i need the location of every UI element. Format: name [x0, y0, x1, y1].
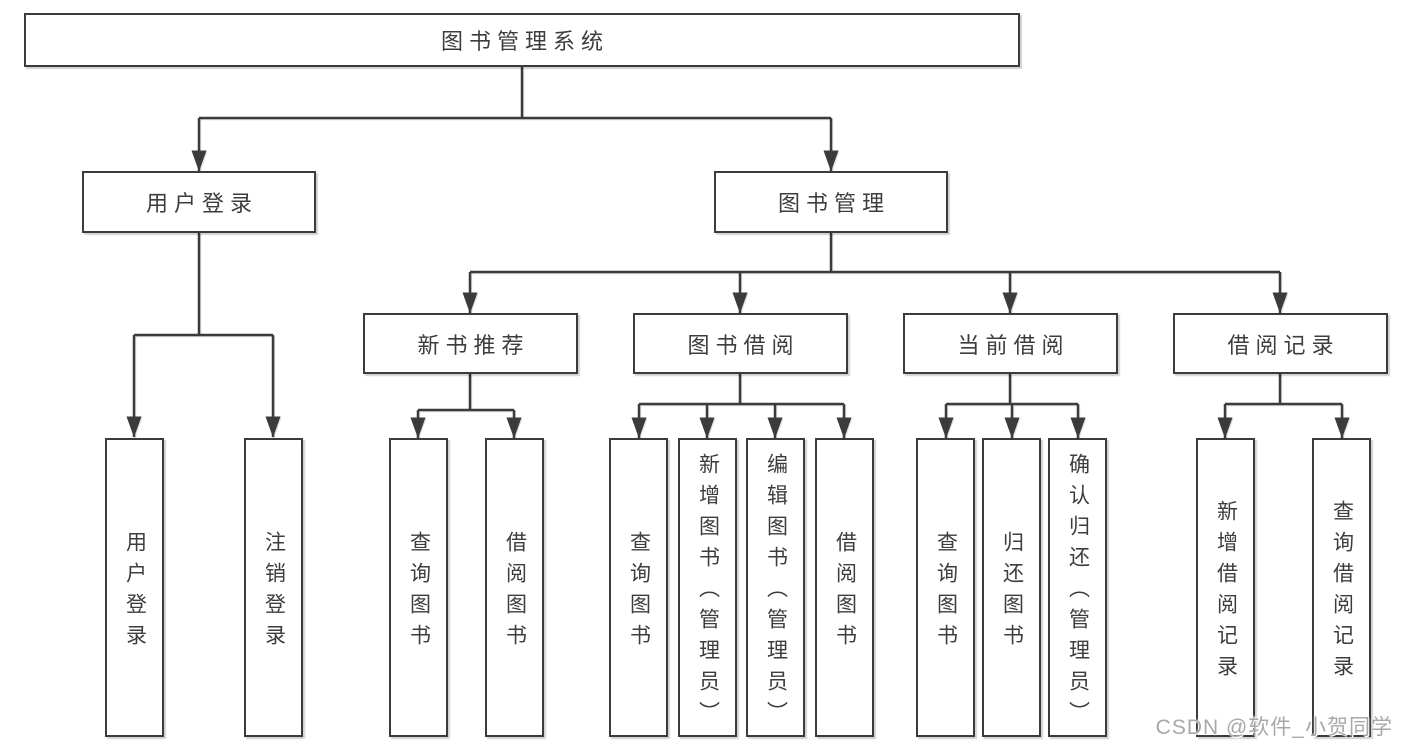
leaf-bb-borrow-book-label: 借阅图书: [833, 530, 857, 655]
node-book-borrowing-label: 图书借阅: [687, 332, 800, 358]
connector-book-borrow-split: [639, 374, 844, 406]
node-current-borrowing-label: 当前借阅: [957, 332, 1070, 358]
leaf-nb-query-book-label: 查询图书: [407, 530, 431, 655]
leaf-bb-query-book: 查询图书: [609, 438, 668, 737]
leaf-cb-query-book-label: 查询图书: [934, 530, 958, 655]
node-new-book-recommend: 新书推荐: [363, 313, 578, 374]
node-borrowing-records-label: 借阅记录: [1227, 332, 1340, 358]
leaf-user-login: 用户登录: [105, 438, 164, 737]
connector-book-management-split: [470, 233, 1280, 274]
leaf-logout: 注销登录: [244, 438, 303, 737]
leaf-bb-add-book-admin-label: 新增图书（管理员）: [696, 453, 720, 732]
node-user-login: 用户登录: [82, 171, 316, 233]
leaf-cb-return-book-label: 归还图书: [1000, 530, 1024, 655]
leaf-bb-add-book-admin: 新增图书（管理员）: [678, 438, 737, 737]
leaf-bb-edit-book-admin: 编辑图书（管理员）: [746, 438, 805, 737]
leaf-bb-borrow-book: 借阅图书: [815, 438, 874, 737]
node-book-management: 图书管理: [714, 171, 948, 233]
leaf-logout-label: 注销登录: [262, 530, 286, 655]
node-current-borrowing: 当前借阅: [903, 313, 1118, 374]
node-root-label: 图书管理系统: [440, 29, 609, 54]
connector-borrow-records-split: [1225, 374, 1342, 406]
leaf-br-add-record-label: 新增借阅记录: [1214, 499, 1238, 686]
csdn-watermark: CSDN @软件_小贺同学: [1155, 716, 1393, 739]
connector-user-login-split: [134, 233, 273, 337]
leaf-cb-confirm-return-admin-label: 确认归还（管理员）: [1066, 453, 1090, 732]
node-book-borrowing: 图书借阅: [633, 313, 848, 374]
leaf-user-login-label: 用户登录: [123, 530, 147, 655]
leaf-nb-borrow-book-label: 借阅图书: [503, 530, 527, 655]
node-book-management-label: 图书管理: [777, 191, 890, 216]
node-user-login-label: 用户登录: [145, 191, 258, 216]
connector-new-book-split: [418, 374, 514, 412]
leaf-br-query-record: 查询借阅记录: [1312, 438, 1371, 737]
leaf-br-add-record: 新增借阅记录: [1196, 438, 1255, 737]
leaf-nb-query-book: 查询图书: [389, 438, 448, 737]
node-borrowing-records: 借阅记录: [1173, 313, 1388, 374]
leaf-cb-query-book: 查询图书: [916, 438, 975, 737]
node-root-system: 图书管理系统: [24, 13, 1020, 67]
connector-current-borrow-split: [946, 374, 1078, 406]
leaf-bb-edit-book-admin-label: 编辑图书（管理员）: [764, 453, 788, 732]
leaf-nb-borrow-book: 借阅图书: [485, 438, 544, 737]
node-new-book-recommend-label: 新书推荐: [417, 332, 530, 358]
connector-root-split: [199, 67, 831, 120]
leaf-bb-query-book-label: 查询图书: [627, 530, 651, 655]
leaf-cb-return-book: 归还图书: [982, 438, 1041, 737]
leaf-br-query-record-label: 查询借阅记录: [1330, 499, 1354, 686]
leaf-cb-confirm-return-admin: 确认归还（管理员）: [1048, 438, 1107, 737]
